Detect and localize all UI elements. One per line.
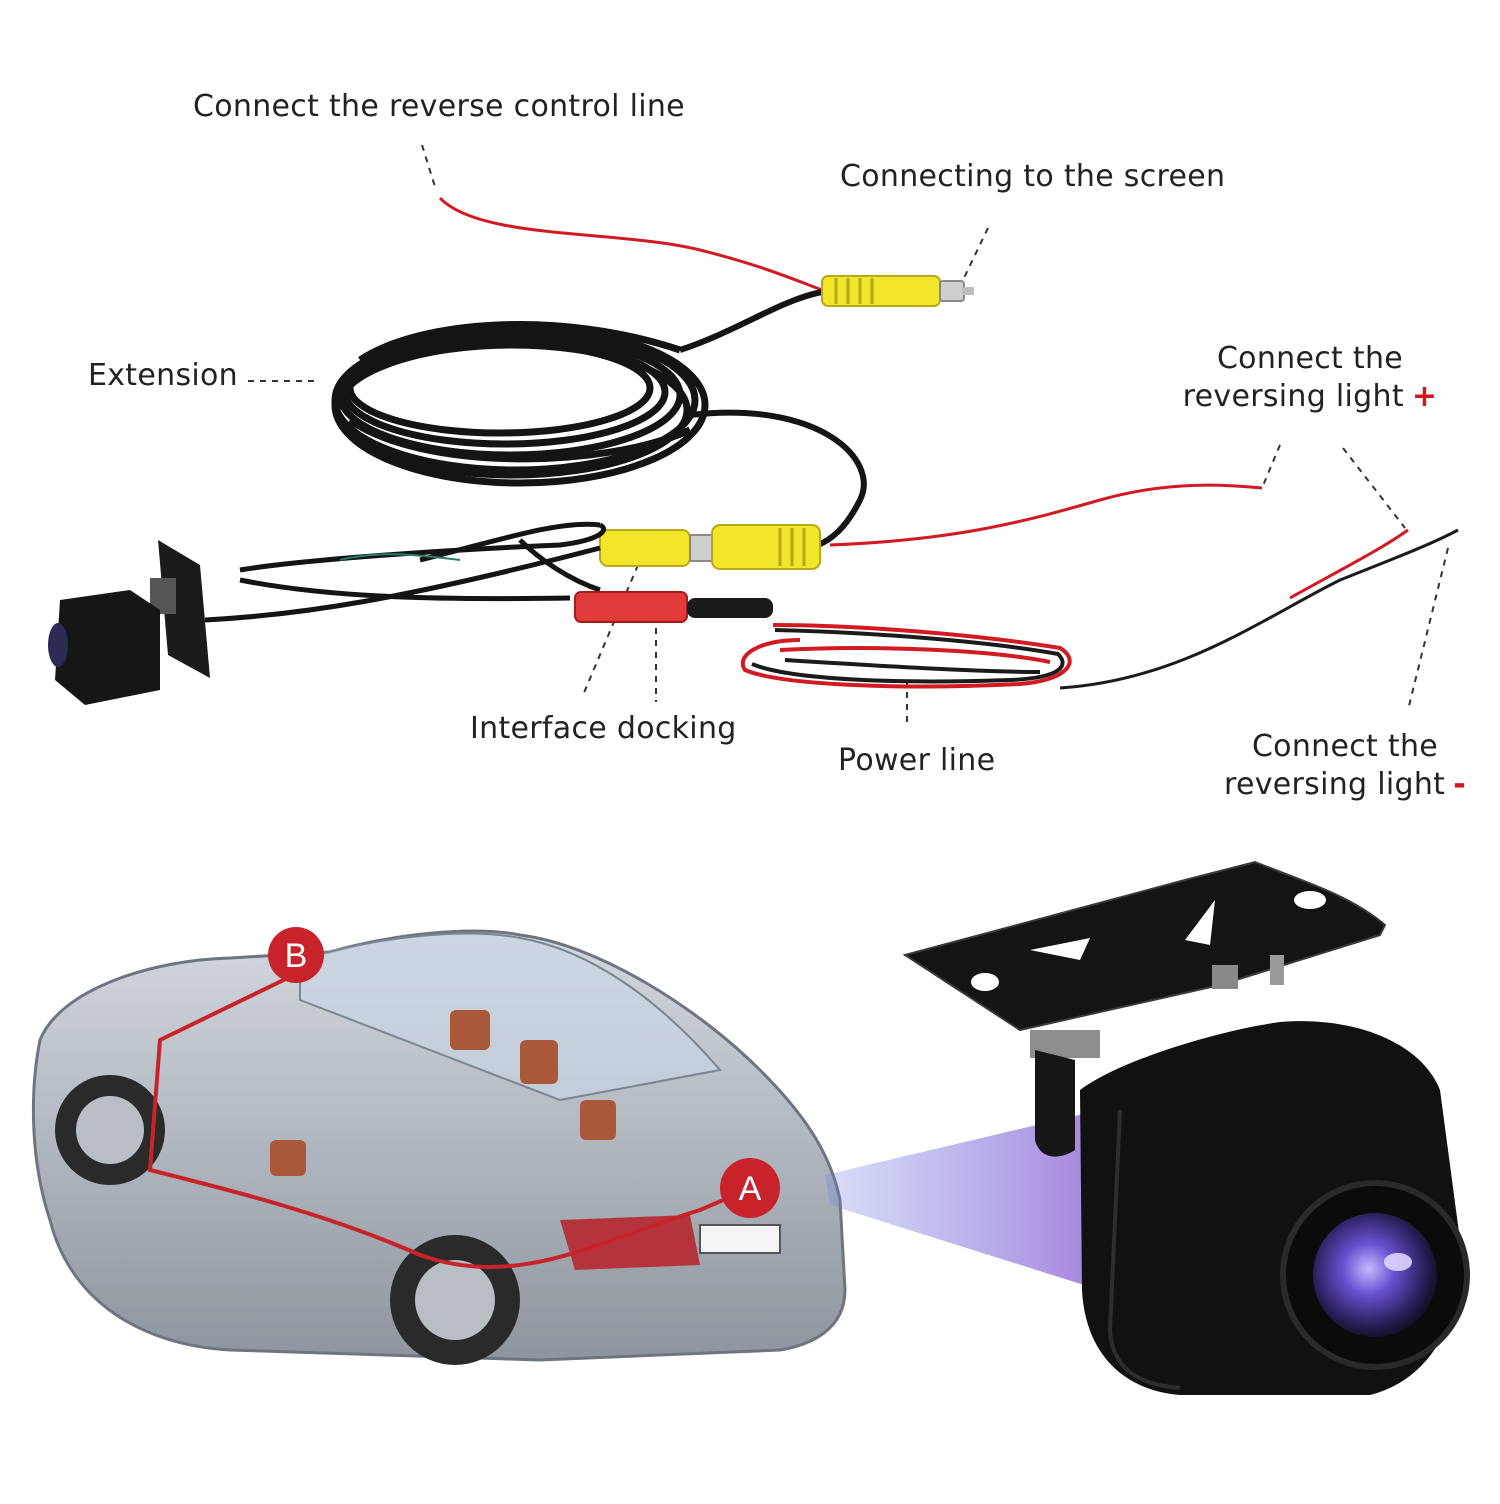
label-light-plus: Connect the reversing light+ xyxy=(1180,340,1440,416)
large-camera xyxy=(902,860,1470,1395)
reversing-light-minus-wire xyxy=(1059,528,1459,690)
marker-a-text: A xyxy=(739,1170,762,1208)
lens-icon xyxy=(1313,1213,1437,1337)
minus-sign-icon: - xyxy=(1453,767,1466,802)
cable-to-interface xyxy=(689,409,867,548)
label-light-plus-line2: reversing light xyxy=(1182,379,1404,414)
label-reverse-control: Connect the reverse control line xyxy=(193,89,685,124)
reverse-control-wire xyxy=(438,196,823,292)
marker-b: B xyxy=(268,927,324,983)
label-light-plus-line2-row: reversing light+ xyxy=(1180,378,1440,416)
reversing-light-plus-tail xyxy=(1289,528,1409,600)
camera-cable xyxy=(204,521,607,623)
label-light-plus-line1: Connect the xyxy=(1216,341,1404,376)
label-light-minus-line2: reversing light xyxy=(1224,767,1446,802)
marker-b-text: B xyxy=(285,937,308,975)
camera-view-beam xyxy=(825,1110,1100,1290)
thin-signal-wire xyxy=(339,553,461,561)
cable-route-line xyxy=(147,971,736,1269)
extension-coil xyxy=(331,321,709,487)
license-plate xyxy=(699,1224,781,1254)
leader-light-minus xyxy=(1407,547,1449,711)
label-light-minus: Connect the reversing light- xyxy=(1215,728,1475,804)
leader-reverse-control xyxy=(421,144,437,191)
car-illustration xyxy=(31,929,847,1365)
cable-to-screen xyxy=(679,289,823,353)
marker-a: A xyxy=(720,1158,780,1218)
power-line-coil xyxy=(741,623,1072,689)
label-light-minus-line1: Connect the xyxy=(1251,729,1439,764)
plus-sign-icon: + xyxy=(1411,379,1438,414)
rca-connector-screen xyxy=(821,275,974,307)
dc-power-connector xyxy=(574,591,773,623)
reversing-light-plus-wire xyxy=(829,483,1263,547)
label-interface: Interface docking xyxy=(470,711,737,746)
rca-connector-interface xyxy=(599,524,821,570)
label-power: Power line xyxy=(838,743,996,778)
leader-lines xyxy=(248,144,1449,722)
leader-light-plus-b xyxy=(1342,447,1406,529)
small-camera xyxy=(48,540,210,705)
label-light-minus-line2-row: reversing light- xyxy=(1215,766,1475,804)
leader-screen xyxy=(961,227,989,283)
label-screen: Connecting to the screen xyxy=(840,159,1226,194)
leader-light-plus-a xyxy=(1261,444,1281,489)
label-extension: Extension xyxy=(88,358,238,393)
